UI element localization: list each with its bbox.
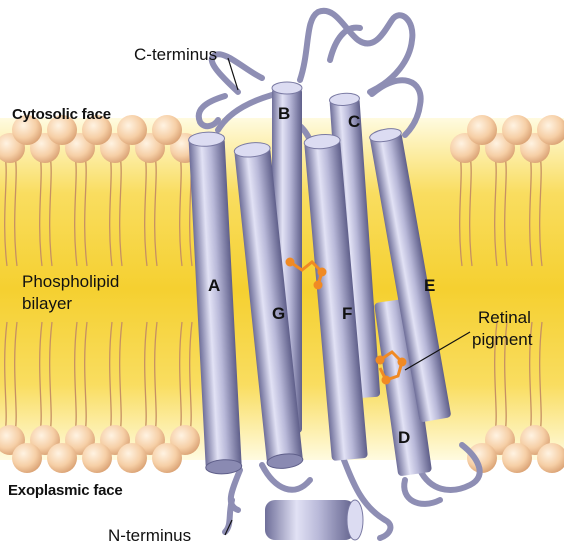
helix-label-B: B xyxy=(278,104,290,124)
lipid-head xyxy=(82,443,112,473)
exoplasmic-face-label: Exoplasmic face xyxy=(8,482,123,499)
lipid-head xyxy=(467,115,497,145)
helix-label-G: G xyxy=(272,304,285,324)
c-terminus-label: C-terminus xyxy=(134,45,217,65)
n-terminus-label: N-terminus xyxy=(108,526,191,546)
lipid-head xyxy=(502,115,532,145)
lipid-head xyxy=(117,443,147,473)
helix-label-E: E xyxy=(424,276,435,296)
helix-label-C: C xyxy=(348,112,360,132)
lipid-head xyxy=(502,443,532,473)
phospholipid-bilayer-label-line2: bilayer xyxy=(22,294,72,314)
cytosolic-face-label: Cytosolic face xyxy=(12,106,111,123)
helix-label-F: F xyxy=(342,304,352,324)
helix-extracellular xyxy=(265,500,363,540)
retinal-pigment-label-line2: pigment xyxy=(472,330,532,350)
helix-label-D: D xyxy=(398,428,410,448)
lipid-head xyxy=(152,115,182,145)
lipid-head xyxy=(12,443,42,473)
phospholipid-bilayer-label-line1: Phospholipid xyxy=(22,272,119,292)
helix-label-A: A xyxy=(208,276,220,296)
lipid-head xyxy=(117,115,147,145)
lipid-head xyxy=(152,443,182,473)
retinal-pigment-label-line1: Retinal xyxy=(478,308,531,328)
lipid-head xyxy=(47,443,77,473)
